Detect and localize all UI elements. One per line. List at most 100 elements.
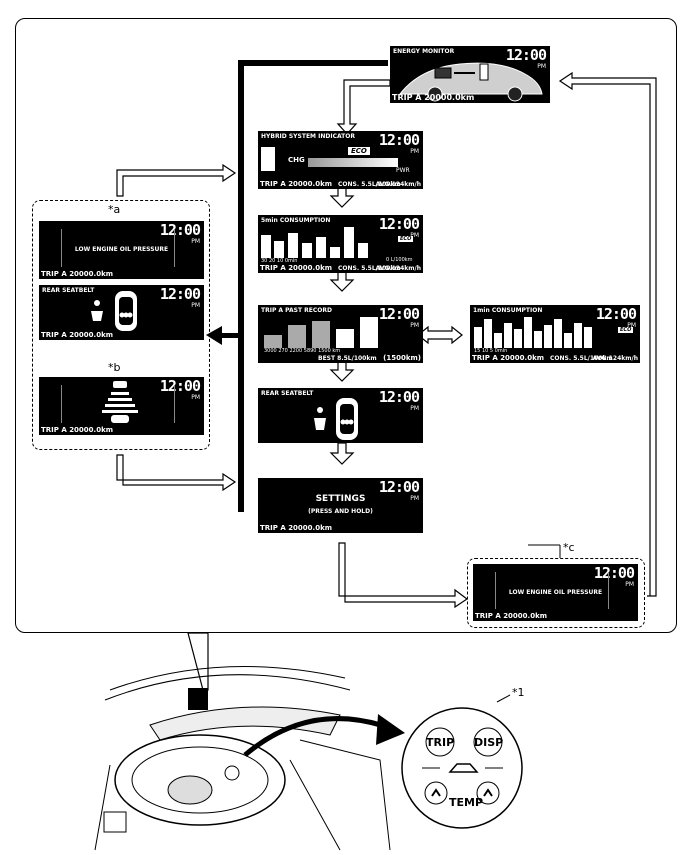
screen-warning-seatbelt: REAR SEATBELT 12:00 PM TRIP A 20000.0km bbox=[39, 285, 204, 340]
unit: 0 L/100km bbox=[386, 257, 413, 263]
record-graph bbox=[264, 317, 378, 348]
eco-badge: ECO bbox=[348, 147, 370, 155]
screen-title: HYBRID SYSTEM INDICATOR bbox=[261, 133, 355, 140]
trip-meter: TRIP A 20000.0km bbox=[260, 264, 333, 272]
screen-title: 5min CONSUMPTION bbox=[261, 217, 331, 224]
time-axis: 15 10 5 0min bbox=[474, 348, 508, 354]
screen-energy-monitor: ENERGY MONITOR 12:00 PM TRIP A 20000.0km bbox=[390, 46, 550, 103]
trip-meter: TRIP A 20000.0km bbox=[392, 93, 475, 102]
avg-speed: AVG.124km/h bbox=[375, 181, 421, 188]
bar-graph bbox=[474, 317, 592, 348]
best-record: BEST 8.5L/100km bbox=[318, 355, 377, 362]
steering-wheel bbox=[114, 734, 286, 826]
warning-message: LOW ENGINE OIL PRESSURE bbox=[74, 246, 169, 253]
label-1: *1 bbox=[512, 686, 525, 699]
settings-title: SETTINGS bbox=[315, 494, 366, 504]
clock: 12:00 bbox=[378, 478, 420, 496]
warning-group bbox=[32, 200, 210, 450]
screen-hybrid-indicator: HYBRID SYSTEM INDICATOR 12:00 PM CHG ECO… bbox=[258, 131, 423, 189]
distance-axis: 3000 270 2200 5890 1500 km bbox=[264, 348, 341, 354]
pm: PM bbox=[410, 495, 419, 502]
screen-warning-c: 12:00 PM LOW ENGINE OIL PRESSURE TRIP A … bbox=[473, 564, 638, 621]
screen-1min-consumption: 1min CONSUMPTION 12:00 PM ECO 15 10 5 0m… bbox=[470, 305, 640, 363]
screen-title: ENERGY MONITOR bbox=[393, 48, 455, 55]
arrow-energy-hybrid bbox=[336, 79, 391, 135]
separator bbox=[174, 229, 175, 267]
consumption: CONS. 5.5L/100km bbox=[550, 355, 613, 362]
clock: 12:00 bbox=[378, 131, 420, 149]
warning-message: LOW ENGINE OIL PRESSURE bbox=[508, 589, 603, 596]
label-b: *b bbox=[108, 361, 121, 374]
main-bar bbox=[238, 60, 244, 512]
screen-title: TRIP A PAST RECORD bbox=[261, 307, 332, 314]
consumption: CONS. 5.5L/100km bbox=[338, 265, 401, 272]
temp-label: TEMP bbox=[449, 796, 484, 809]
arrow-c-to-energy bbox=[558, 71, 657, 597]
clock: 12:00 bbox=[505, 46, 547, 64]
chg-label: CHG bbox=[288, 156, 305, 164]
clock: 12:00 bbox=[378, 388, 420, 406]
pm: PM bbox=[537, 63, 546, 70]
trip-meter: TRIP A 20000.0km bbox=[41, 331, 114, 339]
arrow-settings-to-c bbox=[338, 542, 469, 609]
separator bbox=[495, 572, 496, 609]
pm: PM bbox=[191, 394, 200, 401]
separator bbox=[608, 572, 609, 609]
trip-meter: TRIP A 20000.0km bbox=[472, 354, 545, 362]
consumption: CONS. 5.5L/100km bbox=[338, 181, 401, 188]
pm: PM bbox=[625, 581, 634, 588]
pm: PM bbox=[410, 322, 419, 329]
separator bbox=[61, 229, 62, 267]
arrow-past-1min bbox=[417, 325, 463, 345]
trip-meter: TRIP A 20000.0km bbox=[260, 524, 333, 532]
time-axis: 30 20 10 0min bbox=[261, 258, 298, 264]
screen-warning-oil: 12:00 PM LOW ENGINE OIL PRESSURE TRIP A … bbox=[39, 221, 204, 279]
screen-settings: 12:00 PM SETTINGS (PRESS AND HOLD) TRIP … bbox=[258, 478, 423, 533]
trip-meter: TRIP A 20000.0km bbox=[260, 180, 333, 188]
pm: PM bbox=[191, 238, 200, 245]
avg-speed: AVG.124km/h bbox=[592, 355, 638, 362]
screen-title: REAR SEATBELT bbox=[261, 390, 314, 397]
hybrid-bar bbox=[308, 158, 398, 167]
screen-past-record: TRIP A PAST RECORD 12:00 PM 3000 270 220… bbox=[258, 305, 423, 363]
arrow-b-to-settings bbox=[116, 454, 237, 492]
pwr-label: PWR bbox=[396, 167, 410, 174]
clock: 12:00 bbox=[378, 215, 420, 233]
clock: 12:00 bbox=[159, 377, 201, 395]
screen-warning-distance: 12:00 PM TRIP A 20000.0km bbox=[39, 377, 204, 435]
eco-badge: ECO bbox=[398, 236, 414, 242]
clock: 12:00 bbox=[595, 305, 637, 323]
disp-button[interactable]: DISP bbox=[474, 736, 504, 749]
clock: 12:00 bbox=[378, 305, 420, 323]
diagram-frame bbox=[15, 18, 677, 633]
trip-button[interactable]: TRIP bbox=[426, 736, 455, 749]
distance-warning-icon bbox=[102, 381, 138, 423]
clock: 12:00 bbox=[159, 285, 201, 303]
warning-c-group bbox=[467, 558, 645, 628]
trip-meter: TRIP A 20000.0km bbox=[41, 426, 114, 434]
separator bbox=[61, 385, 62, 423]
screen-5min-consumption: 5min CONSUMPTION 12:00 PM ECO 30 20 10 0… bbox=[258, 215, 423, 273]
left-arrow bbox=[206, 326, 222, 345]
separator bbox=[174, 385, 175, 423]
bar-graph bbox=[261, 227, 368, 258]
pm: PM bbox=[410, 232, 419, 239]
pm: PM bbox=[191, 302, 200, 309]
pm: PM bbox=[410, 148, 419, 155]
avg-speed: AVG.124km/h bbox=[375, 265, 421, 272]
pm: PM bbox=[410, 405, 419, 412]
distance: (1500km) bbox=[383, 354, 421, 362]
seatbelt-icon bbox=[314, 398, 358, 440]
trip-meter: TRIP A 20000.0km bbox=[475, 612, 548, 620]
clock: 12:00 bbox=[159, 221, 201, 239]
seatbelt-icon bbox=[91, 291, 137, 331]
pm: PM bbox=[627, 322, 636, 329]
clock: 12:00 bbox=[593, 564, 635, 582]
curved-arrow bbox=[376, 714, 405, 745]
arrow-a-to-hybrid bbox=[116, 163, 237, 197]
display-location bbox=[188, 688, 208, 710]
trip-meter: TRIP A 20000.0km bbox=[41, 270, 114, 278]
